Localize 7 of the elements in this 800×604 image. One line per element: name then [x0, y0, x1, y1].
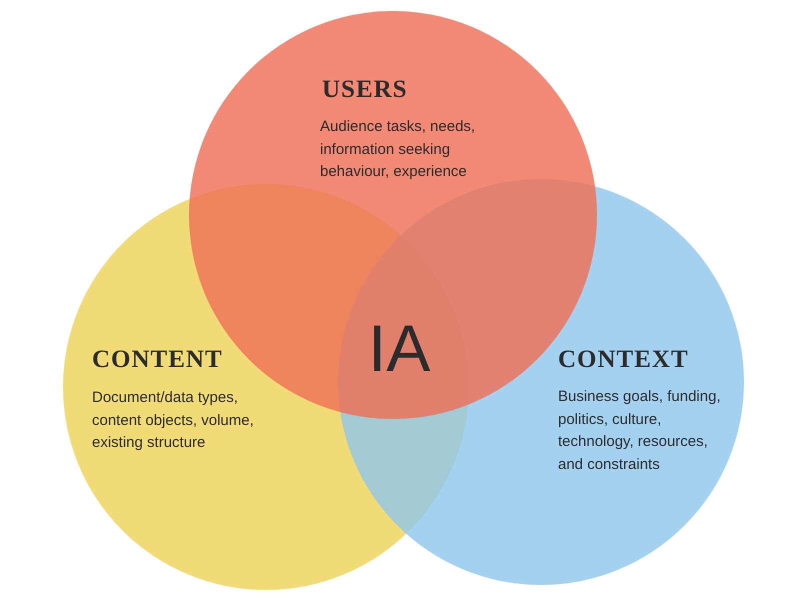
circle-heading: USERS	[322, 76, 408, 104]
circle-description: Audience tasks, needs, information seeking behaviour, experience	[320, 117, 476, 182]
circle-heading: CONTEXT	[558, 346, 689, 374]
circle-heading: CONTENT	[92, 346, 223, 374]
circle-description: Document/data types, content objects, volume, existing structure	[92, 388, 255, 453]
center-label: IA	[368, 310, 430, 386]
circle-description: Business goals, funding, politics, culture, technology, resources, and constraints	[558, 387, 722, 474]
